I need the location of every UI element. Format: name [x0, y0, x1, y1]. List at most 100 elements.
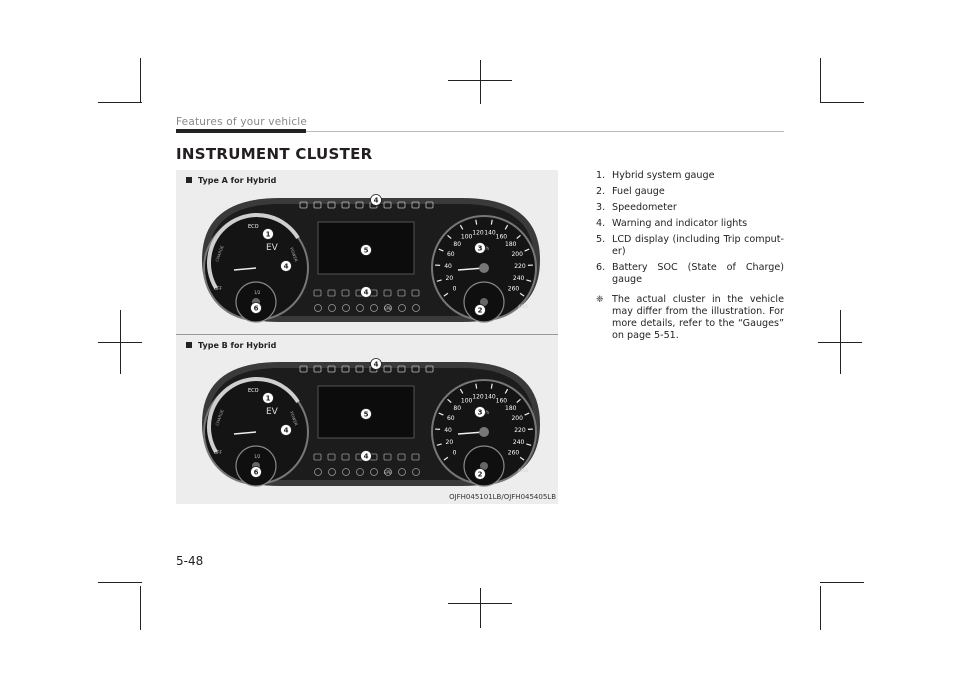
epb-label: EPB [384, 470, 392, 475]
list-item: 5.LCD display (including Trip comput-er) [596, 234, 784, 257]
speedometer-tick [516, 398, 521, 404]
speedometer-tick [516, 234, 521, 240]
speedometer-tick [490, 219, 493, 225]
speedometer-tick-label: 20 [446, 439, 454, 446]
speedometer-tick [504, 224, 509, 230]
soc-half-label: 1/2 [254, 290, 261, 295]
speedometer-tick-label: 160 [496, 233, 508, 240]
indicator-light-icon [313, 289, 322, 297]
callout-number: 6 [254, 469, 259, 477]
indicator-light-icon [412, 468, 420, 476]
note-mark: ❈ [596, 295, 604, 305]
speedometer-tick-label: 220 [514, 263, 526, 270]
callout-number: 4 [364, 289, 369, 297]
indicator-light-icon [384, 468, 392, 476]
speedometer-tick-label: 60 [447, 415, 455, 422]
speedometer-tick-label: 260 [508, 450, 520, 457]
callout-number: 4 [364, 453, 369, 461]
speedometer-tick-label: 100 [461, 397, 473, 404]
callout-badge [280, 260, 292, 272]
indicator-light-icon [328, 304, 336, 312]
figure-divider [176, 334, 558, 335]
speedometer-tick-label: 200 [511, 415, 523, 422]
indicator-light-icon [356, 468, 364, 476]
warning-light-icon [327, 365, 336, 373]
indicator-light-icon [314, 304, 322, 312]
callout-badge [360, 244, 372, 256]
fuel-gauge-hub [480, 298, 488, 306]
fuel-gauge-hub [480, 462, 488, 470]
speedometer-tick-label: 200 [511, 251, 523, 258]
indicator-light-icon [398, 468, 406, 476]
speedometer-tick [447, 234, 452, 240]
speedometer-tick [443, 292, 449, 297]
callout-number: 2 [478, 307, 483, 315]
speedometer-tick [519, 292, 525, 297]
indicator-light-icon [313, 453, 322, 461]
speedometer-tick [447, 398, 452, 404]
off-label: OFF [214, 286, 222, 291]
speedometer-tick [436, 279, 442, 282]
power-label: POWER [289, 247, 299, 263]
warning-light-icon [341, 201, 350, 209]
callout-number: 1 [266, 231, 271, 239]
indicator-light-icon [327, 453, 336, 461]
warning-light-icon [341, 365, 350, 373]
warning-light-icon [383, 365, 392, 373]
indicator-light-icon [397, 453, 406, 461]
speedometer-tick [438, 248, 444, 252]
indicator-light-icon [411, 289, 420, 297]
hybrid-gauge-needle [233, 267, 257, 271]
hybrid-gauge-arc [207, 212, 300, 290]
hybrid-gauge-arc [207, 376, 300, 454]
warning-light-icon [397, 365, 406, 373]
warning-light-icon [411, 201, 420, 209]
callout-badge [250, 466, 262, 478]
callout-number: 6 [254, 305, 259, 313]
speedometer-tick-label: 120 [472, 230, 484, 237]
indicator-light-icon [327, 289, 336, 297]
indicator-light-icon [384, 304, 392, 312]
afls-label: AFLS [518, 304, 528, 309]
callout-badge [360, 286, 372, 298]
callout-badge [370, 194, 382, 206]
speedometer-tick-label: 120 [472, 394, 484, 401]
speedometer-tick [519, 456, 525, 461]
speedometer-tick [490, 383, 493, 389]
speedometer-hub [479, 427, 489, 437]
indicator-light-icon [341, 289, 350, 297]
speedometer-tick [524, 248, 530, 252]
speedometer-tick-label: 60 [447, 251, 455, 258]
speedometer-tick [443, 456, 449, 461]
indicator-light-icon [411, 453, 420, 461]
eco-label: ECO [248, 224, 259, 230]
speedometer-tick [459, 388, 464, 394]
epb-label: EPB [384, 306, 392, 311]
figure-code: OJFH045101LB/OJFH045405LB [449, 493, 556, 501]
speedometer-tick-label: 260 [508, 286, 520, 293]
speedometer-tick-label: 160 [496, 397, 508, 404]
speedometer-tick [526, 279, 532, 282]
speedometer-tick-label: 140 [484, 394, 496, 401]
callout-badge [360, 408, 372, 420]
speedometer-tick [438, 412, 444, 416]
warning-light-icon [355, 201, 364, 209]
indicator-light-icon [356, 304, 364, 312]
warning-light-icon [327, 201, 336, 209]
speedometer-tick-label: 20 [446, 275, 454, 282]
callout-badge [280, 424, 292, 436]
charge-label: CHARGE [214, 408, 225, 426]
speedometer-tick [475, 383, 478, 389]
speedometer-tick [504, 388, 509, 394]
ev-label: EV [266, 407, 279, 417]
section-header-rule [306, 131, 784, 132]
speedometer-tick-label: 80 [453, 241, 461, 248]
callout-badge [262, 392, 274, 404]
warning-light-icon [299, 201, 308, 209]
warning-light-icon [313, 365, 322, 373]
indicator-light-icon [412, 304, 420, 312]
speedometer-tick-label: 40 [444, 263, 452, 270]
callout-badge [474, 468, 486, 480]
note: ❈ The actual cluster in the vehicle may … [596, 294, 784, 342]
indicator-light-icon [342, 304, 350, 312]
